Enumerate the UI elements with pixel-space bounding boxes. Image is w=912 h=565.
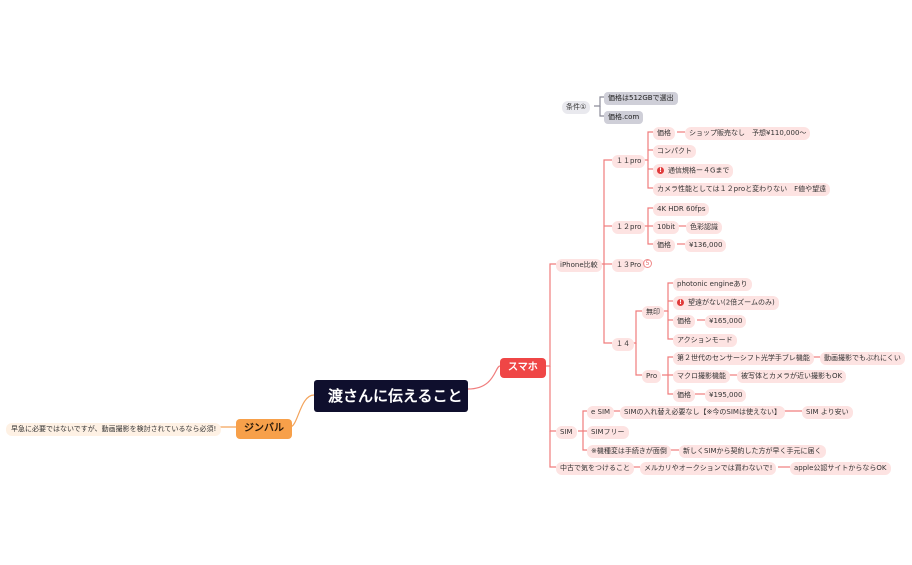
- connector-11pro: [598, 159, 612, 265]
- 14-action-mode[interactable]: アクションモード: [673, 334, 737, 347]
- model-change-note[interactable]: ※機種変は手続きが面倒: [587, 445, 671, 458]
- connector-cond-c2: [599, 106, 604, 117]
- 14-mu[interactable]: 無印: [642, 306, 664, 319]
- 12pro-price[interactable]: 価格: [653, 239, 675, 252]
- conditions-kakaku-com[interactable]: 価格.com: [604, 111, 644, 124]
- iphone-compare[interactable]: iPhone比較: [556, 259, 602, 272]
- connector-12-hdr: [644, 207, 653, 227]
- warning-icon: !: [657, 167, 664, 174]
- esim-cheaper[interactable]: SIM より安い: [802, 406, 853, 419]
- central-topic[interactable]: 渡さんに伝えること: [314, 380, 468, 412]
- 11pro-price[interactable]: 価格: [653, 127, 675, 140]
- connector-central-gimbal: [289, 394, 315, 428]
- connector-iphone: [546, 263, 556, 367]
- iphone-12pro[interactable]: １２pro: [612, 221, 646, 234]
- warning-icon: !: [677, 299, 684, 306]
- iphone-11pro[interactable]: １１pro: [612, 155, 646, 168]
- conditions-price-512gb[interactable]: 価格は512GBで選出: [604, 92, 678, 105]
- used-apple-ok[interactable]: apple公認サイトからならOK: [790, 462, 891, 475]
- connector-cond-c1: [594, 96, 604, 107]
- 11pro-network[interactable]: ! 通信規格ー４Gまで: [653, 164, 734, 178]
- 12pro-color-recognition[interactable]: 色彩認識: [686, 221, 722, 234]
- iphone-14[interactable]: １４: [612, 338, 634, 351]
- iphone-13pro[interactable]: １３Pro: [612, 259, 646, 272]
- connector-14: [603, 264, 612, 344]
- connector-11-price: [644, 131, 653, 161]
- connector-mu-action: [667, 311, 673, 340]
- conditions-label[interactable]: 条件①: [562, 101, 591, 114]
- connector-used: [549, 431, 556, 468]
- red-connectors: [467, 131, 820, 468]
- 14-no-tele-text: 望遠がない(2倍ズームのみ): [688, 298, 775, 307]
- sim-free[interactable]: SIMフリー: [587, 426, 629, 439]
- 14-pro[interactable]: Pro: [642, 370, 662, 383]
- 11pro-network-text: 通信規格ー４Gまで: [668, 166, 730, 175]
- connector-pro-price: [667, 375, 673, 395]
- branch-gimbal[interactable]: ジンバル: [236, 419, 292, 439]
- used-no-auction[interactable]: メルカリやオークションでは買わないで!: [640, 462, 777, 475]
- connector-sim: [549, 366, 556, 432]
- collapsed-count-badge[interactable]: 5: [643, 259, 652, 268]
- 11pro-camera[interactable]: カメラ性能としては１２proと変わりない F値や望遠: [653, 183, 831, 196]
- connector-pro-sensor: [662, 356, 673, 376]
- 12pro-10bit[interactable]: 10bit: [653, 221, 680, 234]
- 14-mu-price-value[interactable]: ¥165,000: [705, 315, 747, 328]
- 11pro-compact[interactable]: コンパクト: [653, 145, 696, 158]
- branch-sumaho[interactable]: スマホ: [500, 358, 546, 378]
- 14pro-price-value[interactable]: ¥195,000: [705, 389, 747, 402]
- 14pro-price[interactable]: 価格: [673, 389, 695, 402]
- connector-14-mu: [631, 310, 642, 344]
- 11pro-price-value[interactable]: ショップ販売なし 予想¥110,000〜: [685, 127, 811, 140]
- sim[interactable]: SIM: [556, 426, 577, 439]
- 14-photonic[interactable]: photonic engineあり: [673, 278, 752, 291]
- connector-central-sumaho: [467, 365, 501, 390]
- connector-mu-photonic: [664, 282, 673, 312]
- 12pro-hdr[interactable]: 4K HDR 60fps: [653, 203, 710, 216]
- connector-11-camera: [647, 160, 653, 189]
- used-caution[interactable]: 中古で気をつけること: [556, 462, 634, 475]
- 14-no-tele[interactable]: ! 望遠がない(2倍ズームのみ): [673, 296, 779, 310]
- 14pro-sensor-detail[interactable]: 動画撮影でもぶれにくい: [820, 352, 905, 365]
- 14pro-macro-detail[interactable]: 被写体とカメラが近い撮影もOK: [737, 370, 847, 383]
- connector-esim: [578, 410, 587, 432]
- esim-detail[interactable]: SIMの入れ替え必要なし【※今のSIMは使えない】: [620, 406, 785, 419]
- 14pro-sensor-shift[interactable]: 第２世代のセンサーシフト光学手ブレ機能: [673, 352, 814, 365]
- connector-change: [582, 431, 587, 451]
- connector-12-price: [647, 226, 653, 245]
- 12pro-price-value[interactable]: ¥136,000: [685, 239, 727, 252]
- gimbal-note[interactable]: 早急に必要ではないですが、動画撮影を検討されているなら必須!: [6, 423, 222, 436]
- gray-connectors: [594, 96, 604, 117]
- esim[interactable]: e SIM: [587, 406, 615, 419]
- 14-mu-price[interactable]: 価格: [673, 315, 695, 328]
- connector-14-pro: [635, 343, 642, 376]
- 14pro-macro[interactable]: マクロ撮影機能: [673, 370, 730, 383]
- model-change-detail[interactable]: 新しくSIMから契約した方が早く手元に届く: [679, 445, 826, 458]
